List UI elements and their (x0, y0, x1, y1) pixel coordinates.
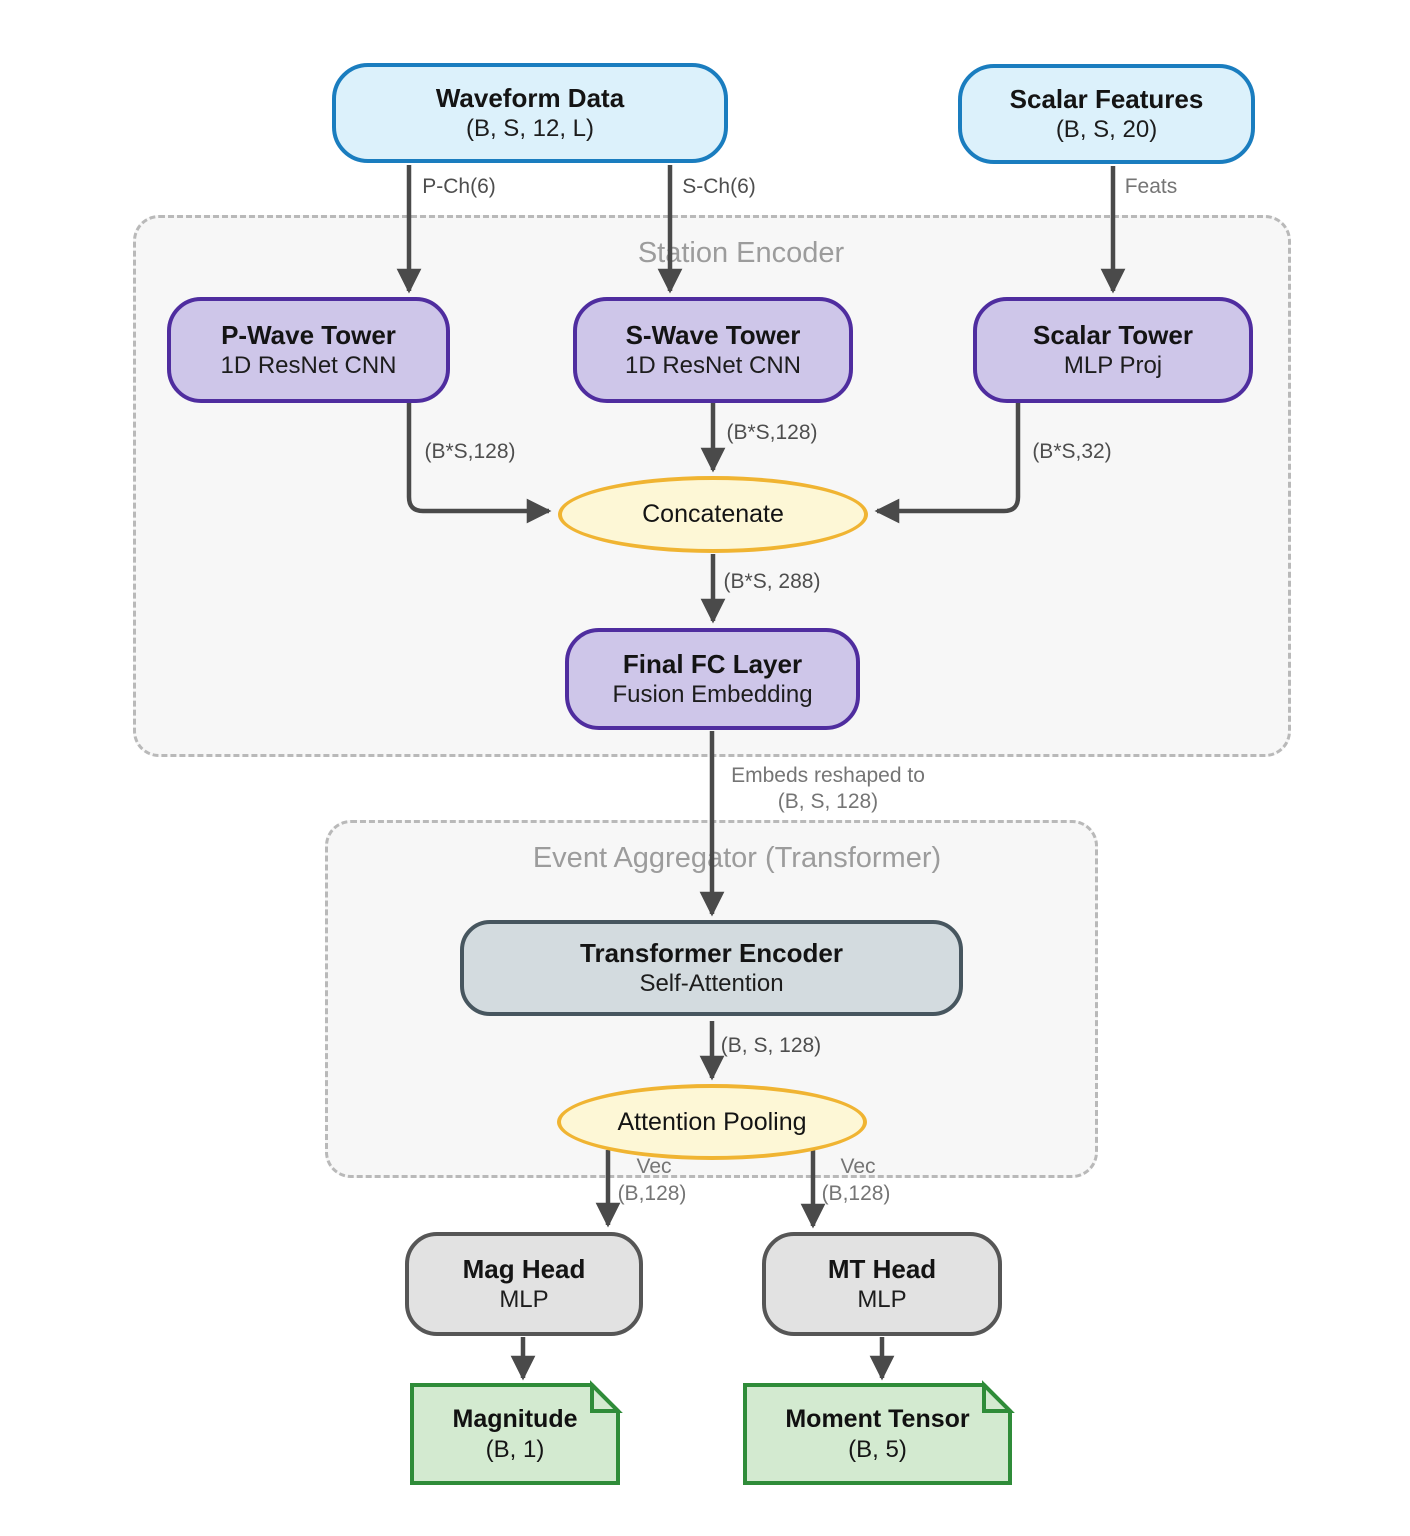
node-magnitude-output: Magnitude (B, 1) (412, 1393, 618, 1475)
node-title: P-Wave Tower (221, 319, 396, 350)
node-title: Mag Head (462, 1253, 586, 1284)
magnitude-note-shape (410, 1383, 620, 1485)
node-title: Transformer Encoder (580, 937, 843, 968)
node-title: Waveform Data (435, 82, 625, 113)
edge-label-transformer-out: (B, S, 128) (720, 1034, 822, 1057)
node-subtitle: MLP (857, 1286, 907, 1314)
edge-pwave-to-concat (406, 403, 552, 524)
node-title: Final FC Layer (622, 648, 803, 679)
node-mt-head: MT Head MLP (762, 1232, 1002, 1336)
node-title: Scalar Tower (1033, 319, 1193, 350)
node-subtitle: Fusion Embedding (612, 681, 813, 709)
node-attention-pooling: Attention Pooling (557, 1084, 867, 1160)
node-p-wave-tower: P-Wave Tower 1D ResNet CNN (167, 297, 450, 403)
node-concatenate: Concatenate (558, 476, 868, 553)
node-title: Magnitude (452, 1405, 578, 1434)
edge-label-vec-left-line1: Vec (636, 1155, 672, 1178)
edge-label-concat-out: (B*S, 288) (723, 570, 821, 593)
node-title: Attention Pooling (617, 1107, 807, 1136)
node-subtitle: Self-Attention (639, 970, 784, 998)
node-title: S-Wave Tower (625, 319, 801, 350)
edge-scalartower-to-concat (874, 403, 1021, 524)
node-subtitle: MLP (499, 1286, 549, 1314)
moment-tensor-note-fold-icon (982, 1380, 1015, 1413)
edge-label-feats: Feats (1124, 175, 1178, 198)
node-title: MT Head (827, 1253, 937, 1284)
node-scalar-tower: Scalar Tower MLP Proj (973, 297, 1253, 403)
node-title: Moment Tensor (785, 1405, 970, 1434)
node-transformer-encoder: Transformer Encoder Self-Attention (460, 920, 963, 1016)
edge-label-s-ch: S-Ch(6) (682, 175, 756, 198)
node-subtitle: (B, 1) (485, 1435, 545, 1463)
edge-label-embeds-line2: (B, S, 128) (777, 790, 879, 813)
node-waveform-data: Waveform Data (B, S, 12, L) (332, 63, 728, 163)
edge-label-p-ch: P-Ch(6) (422, 175, 496, 198)
node-final-fc-layer: Final FC Layer Fusion Embedding (565, 628, 860, 730)
node-s-wave-tower: S-Wave Tower 1D ResNet CNN (573, 297, 853, 403)
edge-label-vec-left-line2: (B,128) (617, 1182, 687, 1205)
node-subtitle: (B, 5) (848, 1435, 907, 1463)
edge-label-vec-right-line1: Vec (840, 1155, 876, 1178)
group-event-aggregator-label: Event Aggregator (Transformer) (532, 842, 942, 874)
node-mag-head: Mag Head MLP (405, 1232, 643, 1336)
moment-tensor-note-shape (743, 1383, 1012, 1485)
node-moment-tensor-output: Moment Tensor (B, 5) (745, 1393, 1010, 1475)
node-scalar-features: Scalar Features (B, S, 20) (958, 64, 1255, 164)
edge-label-vec-right-line2: (B,128) (821, 1182, 891, 1205)
node-subtitle: (B, S, 20) (1055, 116, 1158, 144)
node-subtitle: 1D ResNet CNN (624, 352, 802, 380)
edge-label-p-out: (B*S,128) (424, 440, 516, 463)
node-title: Concatenate (642, 500, 784, 529)
magnitude-note-fold-icon (590, 1380, 623, 1413)
edge-label-s-out: (B*S,128) (726, 421, 818, 444)
node-title: Scalar Features (1009, 83, 1204, 114)
node-subtitle: MLP Proj (1063, 352, 1163, 380)
node-subtitle: 1D ResNet CNN (220, 352, 397, 380)
edge-label-scalar-out: (B*S,32) (1032, 440, 1112, 463)
edge-label-embeds-line1: Embeds reshaped to (731, 764, 925, 787)
node-subtitle: (B, S, 12, L) (465, 115, 595, 143)
